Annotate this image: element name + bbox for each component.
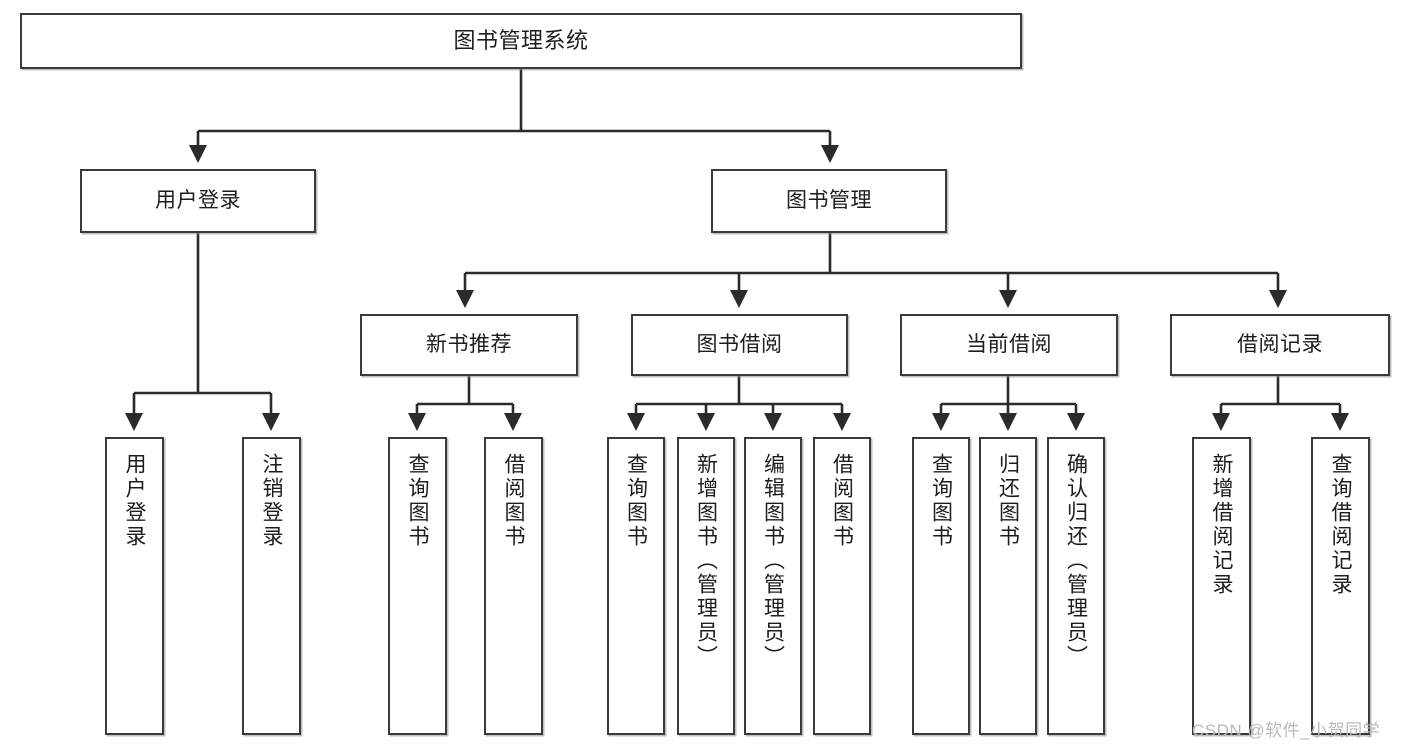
node-user-login[interactable]: 用户登录 xyxy=(80,169,316,233)
node-label: 借阅记录 xyxy=(1237,332,1323,356)
leaf-query-borrow-record[interactable]: 查询借阅记录 xyxy=(1311,437,1370,735)
leaf-add-book-admin[interactable]: 新增图书（管理员） xyxy=(677,437,735,735)
leaf-query-book-recommend[interactable]: 查询图书 xyxy=(388,437,447,735)
node-label: 当前借阅 xyxy=(966,332,1052,356)
node-root-system[interactable]: 图书管理系统 xyxy=(20,13,1022,69)
leaf-query-book-current[interactable]: 查询图书 xyxy=(912,437,970,735)
leaf-borrow-book-recommend[interactable]: 借阅图书 xyxy=(484,437,543,735)
node-label: 用户登录 xyxy=(123,453,146,549)
node-label: 图书管理 xyxy=(786,188,872,212)
node-label: 借阅图书 xyxy=(502,453,525,549)
node-label: 注销登录 xyxy=(260,453,283,549)
node-book-management[interactable]: 图书管理 xyxy=(711,169,947,233)
node-label: 图书借阅 xyxy=(696,332,783,356)
node-label: 查询借阅记录 xyxy=(1329,453,1352,597)
node-label: 编辑图书（管理员） xyxy=(761,453,785,669)
node-label: 查询图书 xyxy=(406,453,429,549)
leaf-borrow-book[interactable]: 借阅图书 xyxy=(813,437,871,735)
node-book-borrow[interactable]: 图书借阅 xyxy=(631,314,848,376)
leaf-edit-book-admin[interactable]: 编辑图书（管理员） xyxy=(744,437,802,735)
leaf-user-login[interactable]: 用户登录 xyxy=(105,437,164,735)
node-label: 借阅图书 xyxy=(830,453,854,549)
node-label: 查询图书 xyxy=(929,453,953,549)
node-new-book-recommend[interactable]: 新书推荐 xyxy=(360,314,578,376)
node-label: 确认归还（管理员） xyxy=(1064,453,1088,669)
node-current-borrow[interactable]: 当前借阅 xyxy=(900,314,1118,376)
node-label: 查询图书 xyxy=(624,453,648,549)
leaf-logout-login[interactable]: 注销登录 xyxy=(242,437,301,735)
leaf-add-borrow-record[interactable]: 新增借阅记录 xyxy=(1192,437,1251,735)
node-label: 新书推荐 xyxy=(426,332,512,356)
node-label: 新增图书（管理员） xyxy=(694,453,718,669)
leaf-confirm-return-admin[interactable]: 确认归还（管理员） xyxy=(1047,437,1105,735)
node-borrow-record[interactable]: 借阅记录 xyxy=(1170,314,1390,376)
node-label: 归还图书 xyxy=(996,453,1020,549)
csdn-watermark: CSDN @软件_小贺同学 xyxy=(1192,721,1381,740)
leaf-query-book-borrow[interactable]: 查询图书 xyxy=(607,437,665,735)
node-label: 图书管理系统 xyxy=(453,28,589,54)
leaf-return-book[interactable]: 归还图书 xyxy=(979,437,1037,735)
node-label: 用户登录 xyxy=(155,188,241,212)
node-label: 新增借阅记录 xyxy=(1210,453,1233,597)
